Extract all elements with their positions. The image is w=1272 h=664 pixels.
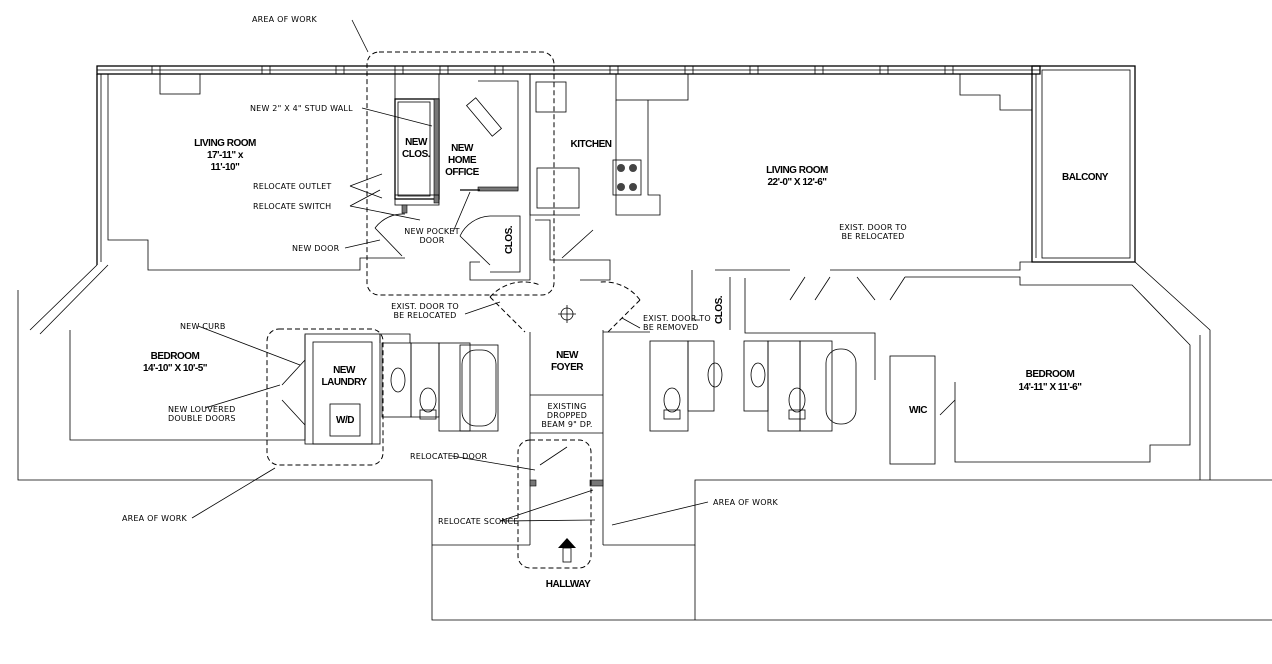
bathrooms <box>379 333 857 432</box>
note-area-of-work-right: AREA OF WORK <box>713 498 779 507</box>
note-exist-door-relocated-left: EXIST. DOOR TO <box>391 302 459 311</box>
note-new-curb: NEW CURB <box>180 322 226 331</box>
note-louvered-doors: NEW LOUVERED <box>168 405 236 414</box>
note-dropped-beam-3: BEAM 9" DP. <box>541 420 592 429</box>
living-room-left-label: LIVING ROOM <box>194 138 256 149</box>
area-of-work-outlines <box>266 51 592 569</box>
new-closet-label-2: CLOS. <box>402 149 431 160</box>
laundry-label-2: LAUNDRY <box>321 377 367 388</box>
bedroom-left-label: BEDROOM <box>151 351 200 362</box>
annotation-notes: AREA OF WORK NEW 2" X 4" STUD WALL RELOC… <box>122 15 907 526</box>
home-office-label: NEW <box>451 143 474 154</box>
room-labels: LIVING ROOM 17'-11" x 11'-10" NEW CLOS. … <box>143 137 1109 590</box>
leader-lines <box>191 19 709 526</box>
kitchen-label: KITCHEN <box>571 139 612 150</box>
new-closet-walls <box>394 73 440 214</box>
living-room-left-dim2: 11'-10" <box>211 162 240 173</box>
note-area-of-work-top: AREA OF WORK <box>252 15 318 24</box>
bedroom-right-dim: 14'-11" X 11'-6" <box>1019 382 1083 393</box>
hallway-label: HALLWAY <box>546 579 591 590</box>
laundry-label: NEW <box>333 365 356 376</box>
note-pocket-door-2: DOOR <box>419 236 444 245</box>
wic-label: WIC <box>909 405 927 416</box>
note-exist-door-removed-2: BE REMOVED <box>643 323 698 332</box>
living-room-right-dim: 22'-0" X 12'-6" <box>768 177 828 188</box>
note-dropped-beam: EXISTING <box>547 402 586 411</box>
note-new-door: NEW DOOR <box>292 244 340 253</box>
note-stud-wall: NEW 2" X 4" STUD WALL <box>250 104 353 113</box>
building-outline <box>17 290 1272 621</box>
new-closet-label: NEW <box>405 137 428 148</box>
balcony-label: BALCONY <box>1062 172 1109 183</box>
note-relocated-door: RELOCATED DOOR <box>410 452 488 461</box>
bedroom-right-label: BEDROOM <box>1026 369 1075 380</box>
stove-burners-icon <box>617 164 637 191</box>
doors <box>281 213 956 487</box>
closet-center-label: CLOS. <box>504 225 515 254</box>
kitchen-walls <box>529 73 689 281</box>
foyer-label-2: FOYER <box>551 362 584 373</box>
note-exist-door-relocated-right: EXIST. DOOR TO <box>839 223 907 232</box>
note-exist-door-relocated-left-2: BE RELOCATED <box>393 311 456 320</box>
bedroom-left-dim: 14'-10" X 10'-5" <box>143 363 208 374</box>
note-exist-door-relocated-right-2: BE RELOCATED <box>841 232 904 241</box>
foyer-hallway-walls <box>529 305 650 545</box>
washer-dryer-label: W/D <box>336 415 354 426</box>
living-room-right-label: LIVING ROOM <box>766 165 828 176</box>
note-relocate-switch: RELOCATE SWITCH <box>253 202 331 211</box>
exterior-wall-top <box>96 65 1041 75</box>
note-relocate-outlet: RELOCATE OUTLET <box>253 182 331 191</box>
note-exist-door-removed: EXIST. DOOR TO <box>643 314 711 323</box>
foyer-label: NEW <box>556 350 579 361</box>
closet-right-label: CLOS. <box>714 295 725 324</box>
entry-arrow-icon <box>558 538 576 563</box>
note-area-of-work-left: AREA OF WORK <box>122 514 188 523</box>
office-walls <box>460 73 531 281</box>
right-unit-walls <box>691 74 1211 480</box>
note-louvered-doors-2: DOUBLE DOORS <box>168 414 236 423</box>
note-dropped-beam-2: DROPPED <box>547 411 587 420</box>
home-office-label-3: OFFICE <box>445 167 479 178</box>
note-pocket-door: NEW POCKET <box>404 227 459 236</box>
living-room-left-dim1: 17'-11" x <box>207 150 244 161</box>
laundry-walls <box>304 333 381 445</box>
balcony-walls <box>1031 65 1136 263</box>
note-relocate-sconce: RELOCATE SCONCE <box>438 517 519 526</box>
home-office-label-2: HOME <box>448 155 477 166</box>
